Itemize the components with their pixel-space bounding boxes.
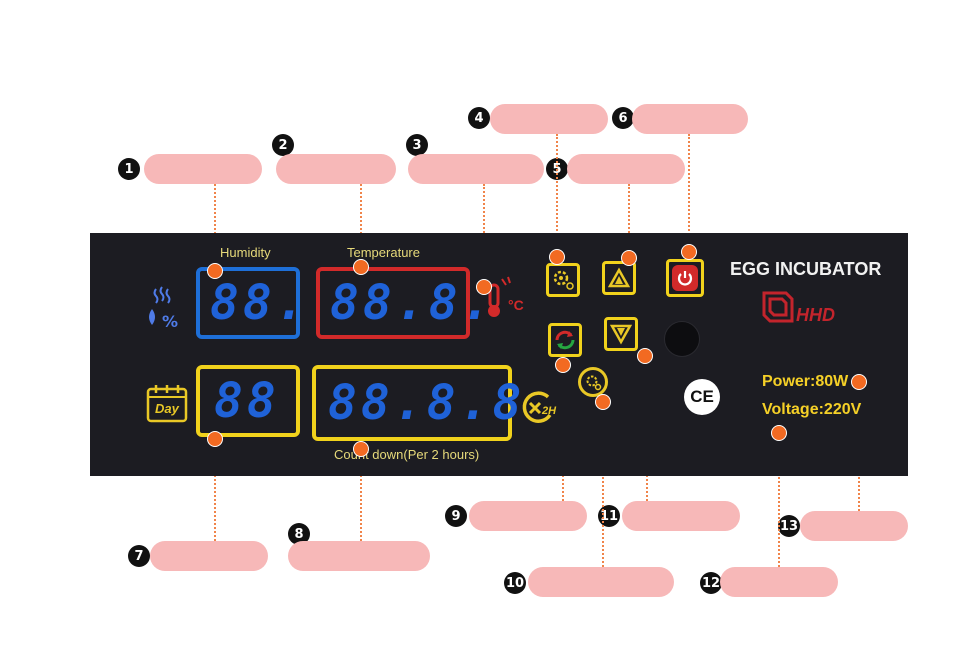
advanced-settings-icon: [586, 375, 602, 391]
callout-dot-12: [771, 425, 787, 441]
settings-gear-icon: [553, 270, 574, 290]
callout-number-12: 12: [700, 572, 722, 594]
callout-label-8: [288, 541, 430, 571]
leader-1: [214, 184, 216, 270]
celsius-symbol: °C: [508, 297, 524, 313]
leader-6: [688, 134, 690, 250]
callout-dot-3: [476, 279, 492, 295]
power-spec: Power:80W: [762, 373, 849, 390]
callout-dot-7: [207, 431, 223, 447]
callout-number-4: 4: [468, 107, 490, 129]
brand-title: EGG INCUBATOR: [730, 259, 882, 279]
callout-dot-11: [637, 348, 653, 364]
callout-dot-10: [595, 394, 611, 410]
settings-button[interactable]: [546, 263, 580, 297]
percent-symbol: %: [162, 312, 178, 331]
callout-dot-8: [353, 441, 369, 457]
callout-label-12: [720, 567, 838, 597]
callout-number-7: 7: [128, 545, 150, 567]
leader-2: [360, 184, 362, 266]
callout-label-13: [800, 511, 908, 541]
callout-number-6: 6: [612, 107, 634, 129]
callout-label-7: [150, 541, 268, 571]
ce-text: CE: [690, 387, 714, 406]
countdown-readout: 88.8.8: [328, 375, 526, 431]
day-readout: 88: [214, 373, 280, 429]
thermometer-icon: °C: [482, 275, 528, 321]
manual-turn-button[interactable]: [548, 323, 582, 357]
voltage-spec: Voltage:220V: [762, 401, 862, 418]
countdown-display: 88.8.8: [312, 365, 521, 441]
ce-mark: CE: [684, 379, 720, 415]
turning-x2h-icon: 2H: [518, 389, 562, 429]
humidity-label: Humidity: [220, 245, 271, 260]
callout-label-6: [632, 104, 748, 134]
manual-turn-icon: [555, 330, 575, 350]
temperature-label: Temperature: [347, 245, 420, 260]
day-display: 88: [196, 365, 300, 437]
callout-label-9: [469, 501, 587, 531]
leader-4: [556, 134, 558, 254]
callout-dot-13: [851, 374, 867, 390]
callout-label-4: [490, 104, 608, 134]
power-button[interactable]: [666, 259, 704, 297]
callout-label-3: [408, 154, 544, 184]
up-button[interactable]: [602, 261, 636, 295]
leader-12: [778, 432, 780, 567]
leader-8: [360, 448, 362, 541]
callout-dot-4: [549, 249, 565, 265]
hhd-logo: HHD: [760, 289, 850, 329]
leader-5: [628, 184, 630, 256]
x2h-label: 2H: [542, 405, 557, 417]
callout-number-8: 8: [288, 523, 310, 545]
hhd-logo-text: HHD: [796, 305, 835, 325]
callout-label-5: [567, 154, 685, 184]
advanced-settings-button[interactable]: [578, 367, 608, 397]
callout-label-11: [622, 501, 740, 531]
callout-dot-1: [207, 263, 223, 279]
callout-number-3: 3: [406, 134, 428, 156]
callout-number-13: 13: [778, 515, 800, 537]
callout-dot-6: [681, 244, 697, 260]
down-button[interactable]: [604, 317, 638, 351]
humidity-readout: 88.: [210, 275, 309, 331]
up-arrow-icon: [608, 267, 630, 288]
callout-number-1: 1: [118, 158, 140, 180]
callout-dot-9: [555, 357, 571, 373]
sensor-window: [664, 321, 700, 357]
down-arrow-icon: [610, 324, 632, 345]
calendar-day-icon: Day: [146, 383, 188, 423]
callout-number-2: 2: [272, 134, 294, 156]
callout-dot-2: [353, 259, 369, 275]
countdown-label: Count down(Per 2 hours): [334, 447, 480, 462]
callout-number-9: 9: [445, 505, 467, 527]
humidity-drops-icon: %: [142, 285, 190, 333]
temperature-readout: 88.8.: [330, 275, 495, 331]
callout-dot-5: [621, 250, 637, 266]
day-label: Day: [155, 401, 179, 416]
callout-label-1: [144, 154, 262, 184]
leader-10: [602, 402, 604, 567]
callout-label-10: [528, 567, 674, 597]
control-panel: Humidity Temperature Count down(Per 2 ho…: [90, 233, 908, 476]
power-icon: [672, 265, 698, 291]
callout-label-2: [276, 154, 396, 184]
humidity-display: 88.: [196, 267, 305, 339]
callout-number-10: 10: [504, 572, 526, 594]
leader-7: [214, 438, 216, 541]
temperature-display: 88.8.: [316, 267, 491, 339]
